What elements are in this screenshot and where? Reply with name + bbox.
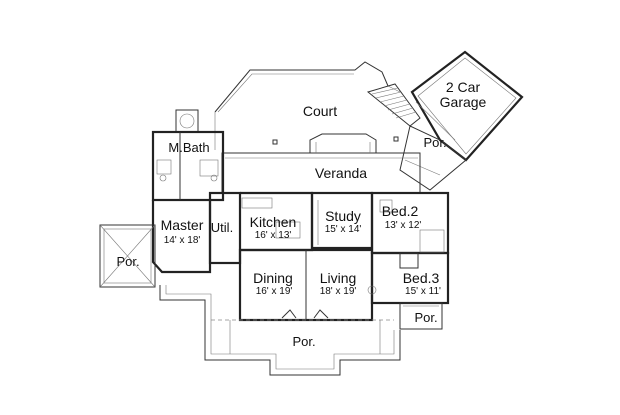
garage-porch-label: Por.	[423, 135, 446, 150]
dining-size: 16' x 19'	[256, 286, 293, 297]
garage-outline	[366, 50, 524, 191]
dining-label: Dining	[253, 270, 293, 286]
kitchen-label: Kitchen	[250, 214, 297, 230]
study-label: Study	[325, 208, 361, 224]
garage-label-line1: 2 Car	[446, 79, 481, 95]
master-bath-outline	[151, 109, 225, 202]
court-outline	[214, 61, 401, 150]
bed2-label: Bed.2	[382, 203, 419, 219]
master-label: Master	[161, 217, 204, 233]
master-bath-label: M.Bath	[168, 140, 209, 155]
util-label: Util.	[211, 220, 233, 235]
bed3-size: 15' x 11'	[405, 286, 441, 297]
veranda-outline	[221, 133, 421, 194]
bed2-size: 13' x 12'	[385, 220, 422, 231]
front-porch-outline	[159, 285, 401, 376]
front-porch-label: Por.	[292, 334, 315, 349]
left-porch-outline	[99, 224, 156, 288]
veranda-label: Veranda	[315, 165, 367, 181]
court-label: Court	[303, 103, 337, 119]
master-size: 14' x 18'	[164, 235, 201, 246]
left-porch-label: Por.	[116, 254, 139, 269]
study-size: 15' x 14'	[325, 224, 362, 235]
garage-label-line2: Garage	[440, 94, 487, 110]
bed3-label: Bed.3	[403, 270, 440, 286]
living-label: Living	[320, 270, 357, 286]
right-porch-label: Por.	[414, 310, 437, 325]
living-size: 18' x 19'	[320, 286, 357, 297]
kitchen-size: 16' x 13'	[255, 230, 292, 241]
main-house-walls	[151, 191, 450, 322]
right-porch-outline	[399, 302, 443, 330]
